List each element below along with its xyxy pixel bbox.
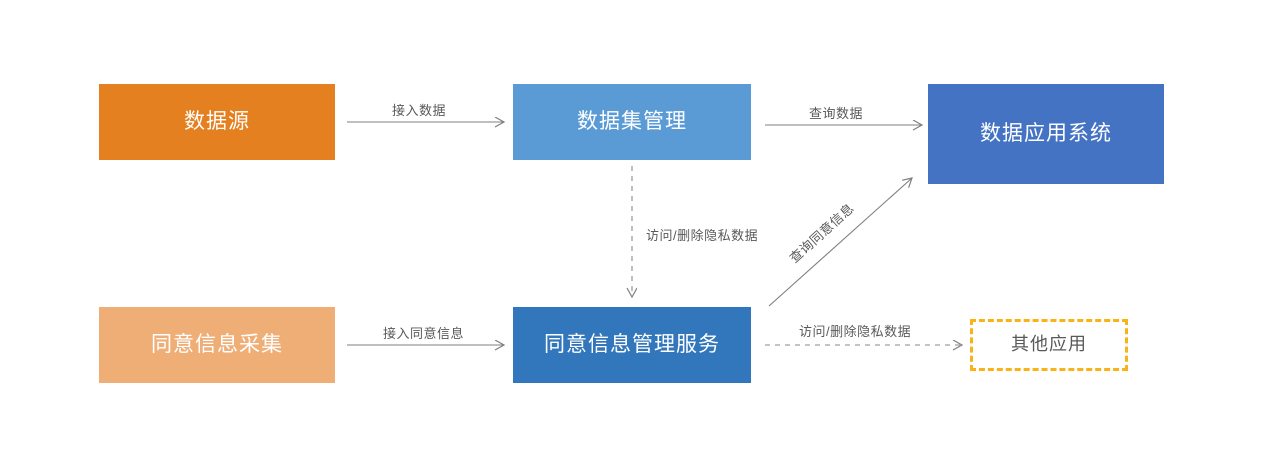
edge-label-dataset-management-to-data-application-system: 查询数据 [809,106,864,121]
node-consent-management-service[interactable]: 同意信息管理服务 [513,307,751,383]
edge-label-consent-management-service-to-other-application: 访问/删除隐私数据 [799,324,912,339]
node-label-dataset-management: 数据集管理 [577,110,687,134]
node-consent-collection[interactable]: 同意信息采集 [99,307,335,383]
edge-label-dataset-management-to-consent-management-service: 访问/删除隐私数据 [646,228,759,243]
edge-label-data-source-to-dataset-management: 接入数据 [392,103,447,118]
node-data-source[interactable]: 数据源 [99,84,335,160]
edge-line-consent-management-service-to-data-application-system [768,178,912,307]
node-label-data-application-system: 数据应用系统 [980,122,1112,146]
node-label-consent-management-service: 同意信息管理服务 [544,333,720,357]
node-other-application[interactable]: 其他应用 [970,319,1128,371]
node-label-consent-collection: 同意信息采集 [151,333,283,357]
node-data-application-system[interactable]: 数据应用系统 [928,84,1164,184]
node-dataset-management[interactable]: 数据集管理 [513,84,751,160]
edge-label-consent-collection-to-consent-management-service: 接入同意信息 [383,326,465,341]
node-label-other-application: 其他应用 [1011,334,1087,355]
node-label-data-source: 数据源 [184,110,250,134]
